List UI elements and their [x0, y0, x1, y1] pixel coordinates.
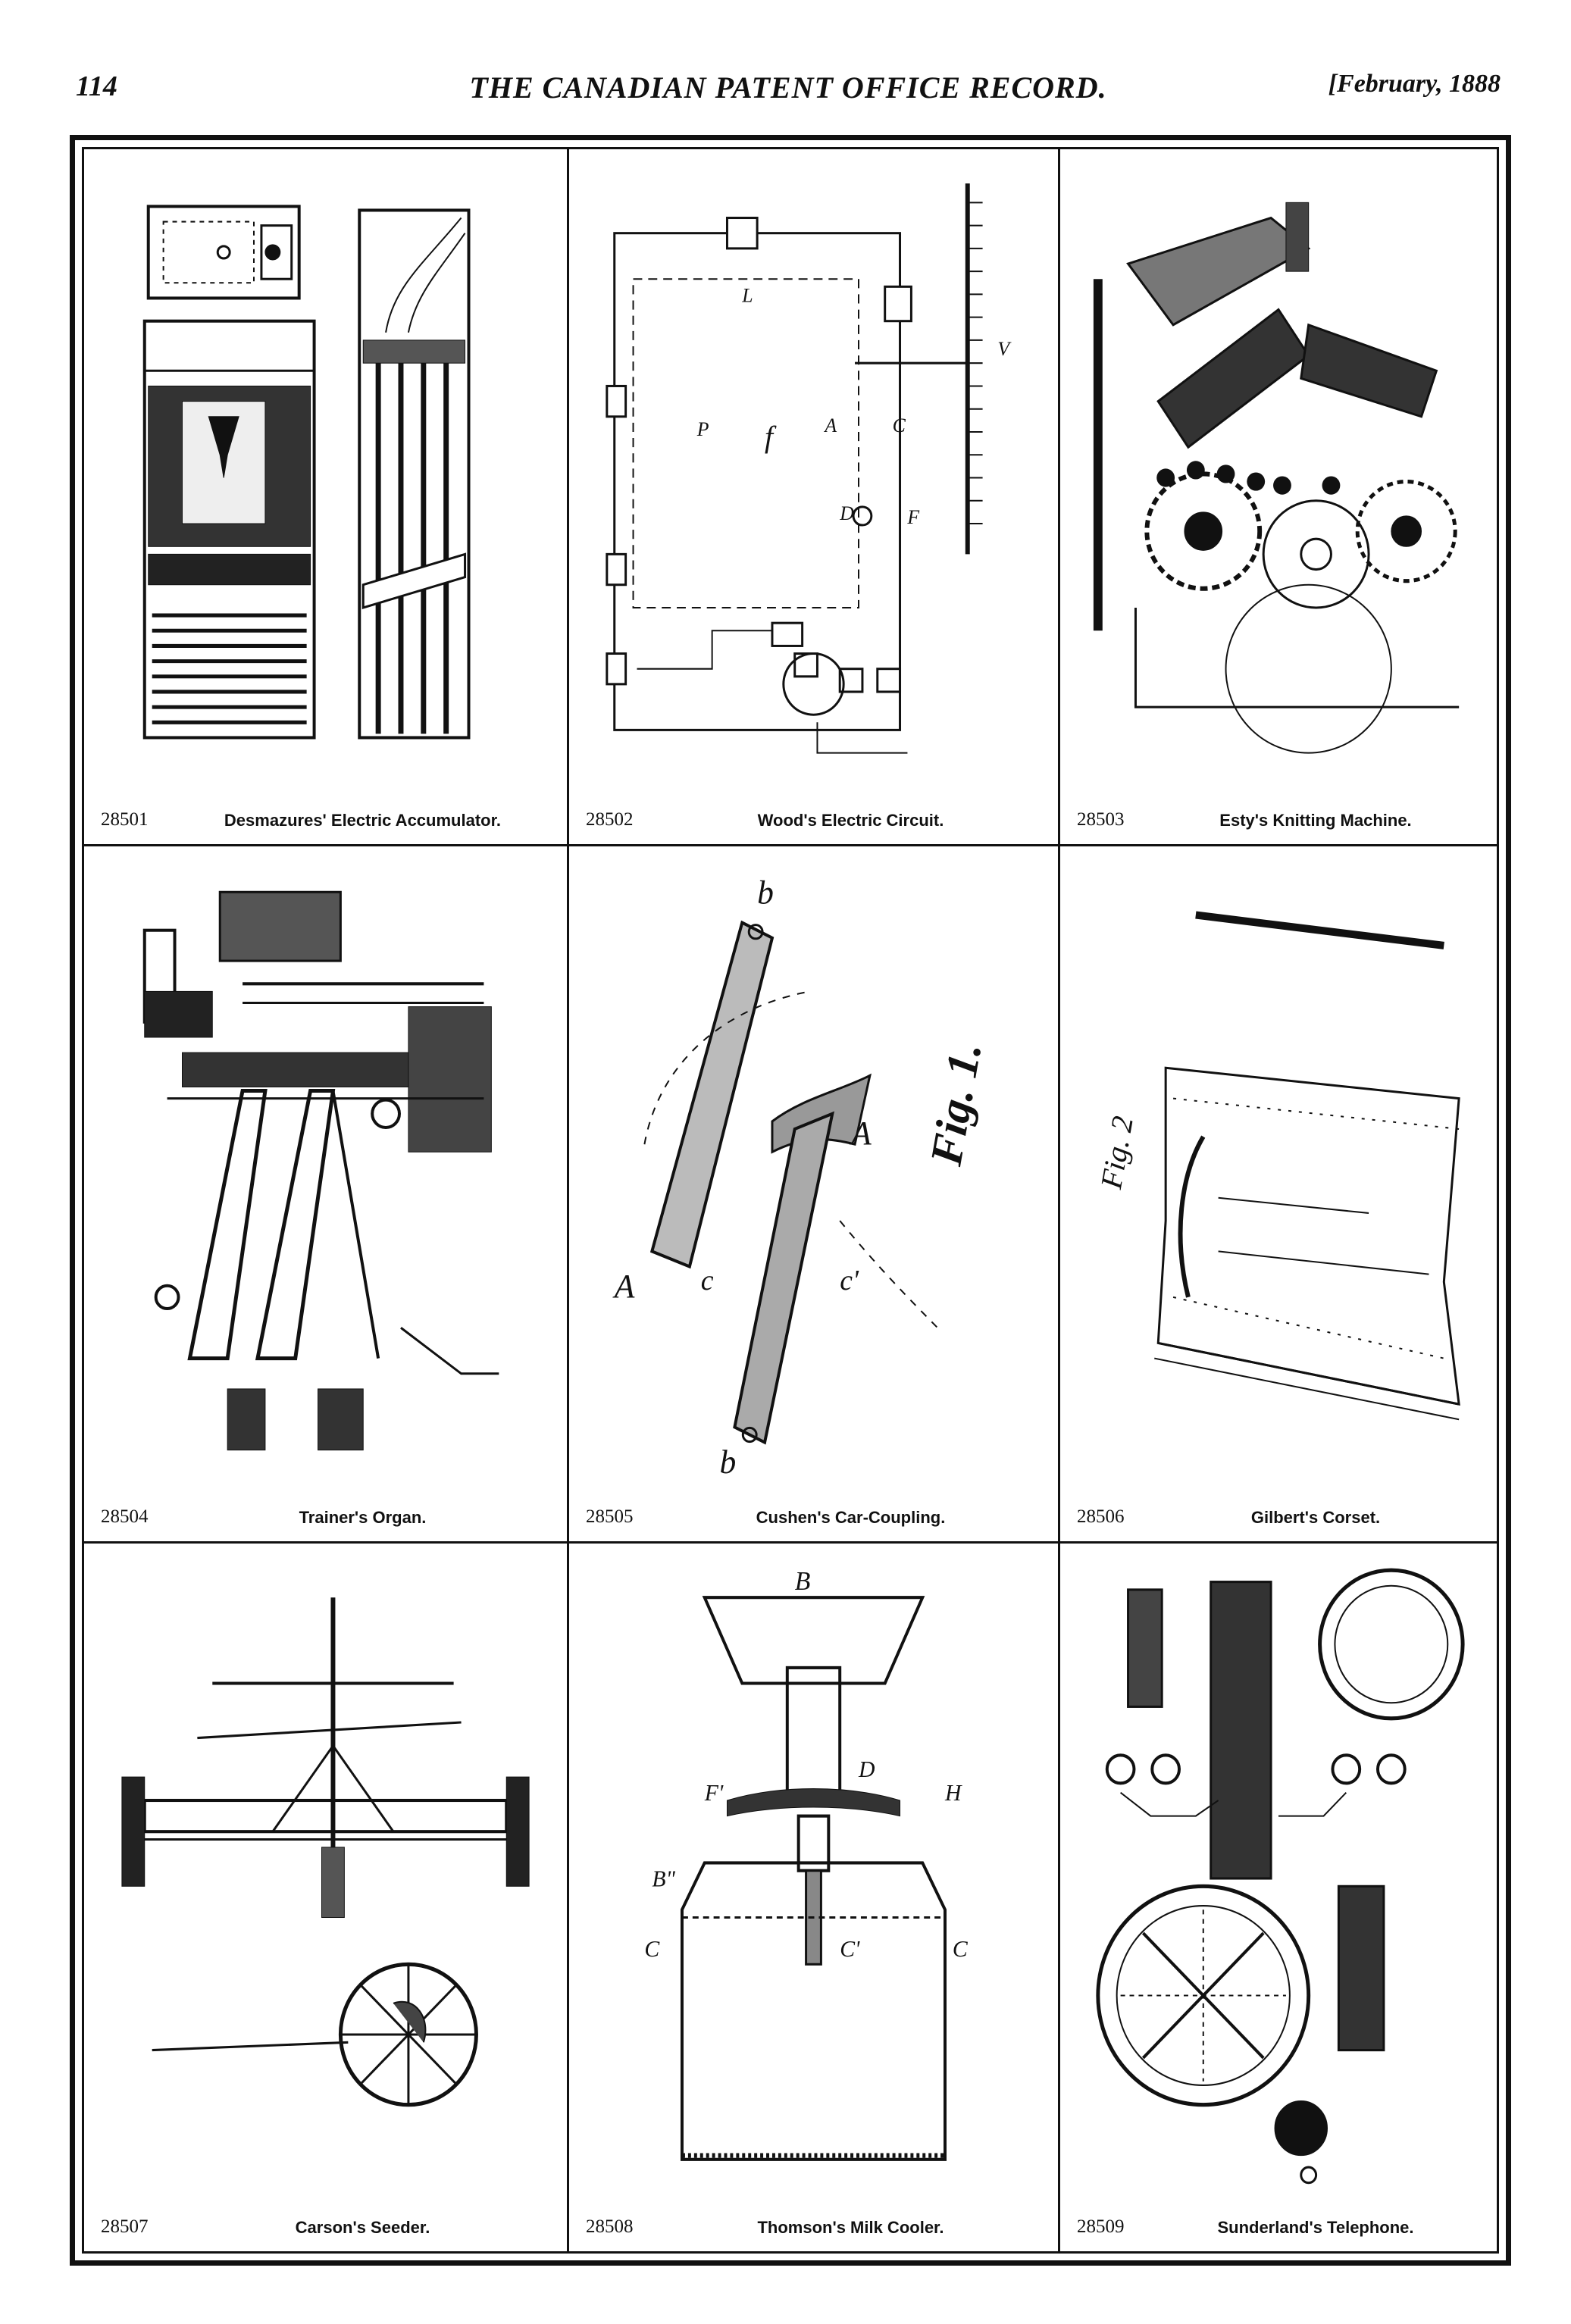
svg-text:c': c': [840, 1265, 859, 1296]
patent-caption: 28504 Trainer's Organ.: [101, 1500, 556, 1531]
svg-text:Fig. 2: Fig. 2: [1094, 1113, 1140, 1192]
seeder-drawing: [107, 1566, 544, 2191]
svg-text:V: V: [997, 338, 1012, 360]
patent-cell: 28503 Esty's Knitting Machine.: [1060, 149, 1497, 846]
patent-caption: 28508 Thomson's Milk Cooler.: [586, 2210, 1047, 2241]
page-header: 114 THE CANADIAN PATENT OFFICE RECORD. […: [76, 70, 1501, 115]
patent-title: Trainer's Organ.: [299, 1508, 427, 1527]
svg-text:f: f: [765, 420, 777, 454]
patent-number: 28507: [101, 2216, 149, 2237]
patent-plate-grid: 28501 Desmazures' Electric Accumulator.: [84, 149, 1497, 2251]
svg-text:D: D: [839, 502, 854, 524]
svg-text:C: C: [893, 414, 906, 436]
electric-circuit-drawing: L f A C D F P V: [592, 172, 1035, 784]
milk-cooler-drawing: B D F' H B" C C C': [592, 1566, 1035, 2191]
patent-cell: L f A C D F P V 28502 Wood's Electric Ci…: [569, 149, 1060, 846]
patent-number: 28504: [101, 1506, 149, 1527]
svg-text:A: A: [612, 1268, 636, 1305]
patent-caption: 28509 Sunderland's Telephone.: [1077, 2210, 1486, 2241]
svg-text:b: b: [720, 1444, 737, 1481]
patent-cell: 28504 Trainer's Organ.: [84, 846, 569, 1544]
patent-number: 28503: [1077, 809, 1125, 830]
patent-title: Cushen's Car-Coupling.: [756, 1508, 946, 1527]
patent-title: Carson's Seeder.: [295, 2218, 430, 2237]
patent-cell: Fig. 2 28506 Gilbert's Corset.: [1060, 846, 1497, 1544]
svg-text:C: C: [953, 1935, 969, 1962]
patent-number: 28508: [586, 2216, 634, 2237]
knitting-machine-drawing: [1083, 172, 1474, 784]
journal-title: THE CANADIAN PATENT OFFICE RECORD.: [469, 70, 1107, 105]
svg-text:A: A: [823, 414, 837, 436]
outer-frame: [70, 135, 1511, 2266]
patent-number: 28506: [1077, 1506, 1125, 1527]
patent-number: 28501: [101, 809, 149, 830]
svg-text:B": B": [652, 1866, 675, 1892]
patent-caption: 28503 Esty's Knitting Machine.: [1077, 803, 1486, 834]
inner-frame: [82, 147, 1499, 2254]
patent-caption: 28501 Desmazures' Electric Accumulator.: [101, 803, 556, 834]
issue-date: [February, 1888: [1328, 70, 1501, 98]
telephone-drawing: [1083, 1566, 1474, 2191]
patent-cell: B D F' H B" C C C' 28508 Thomson's Milk …: [569, 1544, 1060, 2251]
svg-text:b: b: [757, 874, 774, 911]
corset-drawing: Fig. 2: [1083, 869, 1474, 1481]
svg-text:c: c: [701, 1265, 714, 1296]
patent-cell: 28509 Sunderland's Telephone.: [1060, 1544, 1497, 2251]
svg-text:B: B: [795, 1566, 811, 1596]
svg-text:C': C': [840, 1935, 860, 1962]
svg-text:H: H: [944, 1779, 963, 1806]
organ-drawing: [107, 869, 544, 1481]
patent-title: Wood's Electric Circuit.: [757, 811, 944, 830]
patent-title: Sunderland's Telephone.: [1217, 2218, 1414, 2237]
svg-text:A: A: [849, 1115, 872, 1152]
patent-caption: 28507 Carson's Seeder.: [101, 2210, 556, 2241]
patent-cell: 28501 Desmazures' Electric Accumulator.: [84, 149, 569, 846]
patent-number: 28509: [1077, 2216, 1125, 2237]
electric-accumulator-drawing: [107, 172, 544, 784]
svg-text:F': F': [704, 1779, 724, 1806]
patent-title: Desmazures' Electric Accumulator.: [224, 811, 502, 830]
page-number: 114: [76, 70, 117, 102]
patent-cell: 28507 Carson's Seeder.: [84, 1544, 569, 2251]
svg-text:P: P: [696, 418, 709, 440]
patent-number: 28505: [586, 1506, 634, 1527]
svg-text:Fig. 1.: Fig. 1.: [921, 1039, 990, 1170]
svg-text:C: C: [644, 1935, 660, 1962]
patent-caption: 28506 Gilbert's Corset.: [1077, 1500, 1486, 1531]
patent-title: Gilbert's Corset.: [1250, 1508, 1381, 1527]
car-coupling-drawing: b b A A c c' Fig. 1.: [592, 869, 1035, 1481]
patent-number: 28502: [586, 809, 634, 830]
svg-text:D: D: [858, 1756, 875, 1783]
patent-caption: 28502 Wood's Electric Circuit.: [586, 803, 1047, 834]
svg-text:F: F: [906, 506, 920, 528]
patent-cell: b b A A c c' Fig. 1. 28505 Cushen's Car-…: [569, 846, 1060, 1544]
patent-caption: 28505 Cushen's Car-Coupling.: [586, 1500, 1047, 1531]
svg-text:L: L: [741, 284, 753, 306]
patent-title: Esty's Knitting Machine.: [1219, 811, 1412, 830]
patent-title: Thomson's Milk Cooler.: [757, 2218, 944, 2237]
